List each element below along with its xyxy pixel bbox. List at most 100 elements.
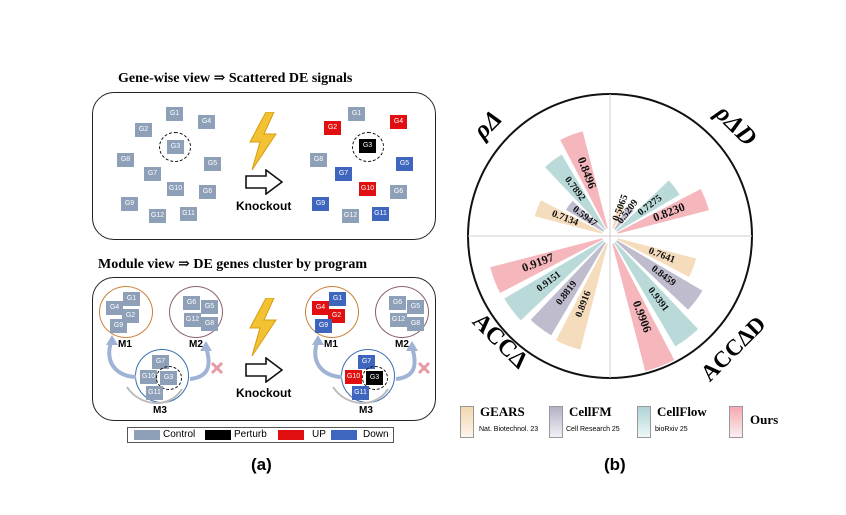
module-m2-label: M2 <box>189 339 203 350</box>
bar-gears-3 <box>534 199 604 235</box>
gene-g10-up: G10 <box>345 370 362 384</box>
legend-name-gears: GEARS <box>480 404 525 419</box>
perturb-circle <box>362 366 388 390</box>
lightning-icon <box>249 112 277 170</box>
bar-gears-1 <box>616 237 697 278</box>
gene-g3: G3 <box>160 371 177 385</box>
bar-cellfm-0 <box>613 205 635 231</box>
gene-g11: G11 <box>146 386 163 400</box>
module-m2-circle <box>169 286 223 338</box>
legend-name-cellfm: CellFM <box>569 404 612 419</box>
bar-gears-0 <box>611 204 626 230</box>
lightning-icon <box>249 298 277 356</box>
legend-source-cellfm: Cell Research 25 <box>566 426 620 433</box>
bar-cellfm-2 <box>530 241 607 336</box>
gene-g7: G7 <box>152 355 169 369</box>
gene-g10: G10 <box>167 182 184 196</box>
blocked-x-icon <box>210 361 224 375</box>
module-m2-label: M2 <box>395 339 409 350</box>
gene-g5: G5 <box>204 157 221 171</box>
bar-cellfm-1 <box>615 239 704 311</box>
legend-swatch-gears <box>460 406 474 438</box>
gene-g9-down: G9 <box>315 319 332 333</box>
bar-cellfm-3 <box>565 200 605 233</box>
gene-g12: G12 <box>184 313 201 327</box>
gene-g6: G6 <box>389 296 406 310</box>
knockout-label: Knockout <box>236 386 292 400</box>
gene-g9-down: G9 <box>312 197 329 211</box>
color-legend: Control Perturb UP Down <box>127 427 394 443</box>
gene-g3-perturbed: G3 <box>366 371 383 385</box>
gene-g7-down: G7 <box>335 167 352 181</box>
legend-swatch-cellfm <box>549 406 563 438</box>
bar-cellflow-3 <box>544 153 607 231</box>
gene-g1: G1 <box>166 107 183 121</box>
legend-swatch-control <box>134 430 160 440</box>
module-m1-label: M1 <box>118 339 132 350</box>
bar-cellflow-1 <box>613 241 699 347</box>
gene-g1: G1 <box>123 292 140 306</box>
knockout-label: Knockout <box>236 199 292 213</box>
gene-g4-up: G4 <box>312 301 329 315</box>
gene-g4-up: G4 <box>390 115 407 129</box>
gene-g11-down: G11 <box>372 207 389 221</box>
module-m1-circle <box>305 286 359 338</box>
gene-g5: G5 <box>407 300 424 314</box>
gene-g8: G8 <box>117 153 134 167</box>
bar-ours-1 <box>611 242 675 372</box>
legend-swatch-ours <box>729 406 743 438</box>
legend-swatch-cellflow <box>637 406 651 438</box>
gene-g9: G9 <box>110 319 127 333</box>
legend-swatch-perturb <box>205 430 231 440</box>
perturb-circle <box>156 366 182 390</box>
module-view-title: Module view ⇒ DE genes cluster by progra… <box>98 257 368 272</box>
bar-ours-3 <box>559 130 609 230</box>
caption-b: (b) <box>604 455 626 474</box>
bar-gears-2 <box>555 242 609 351</box>
bar-ours-2 <box>489 237 604 294</box>
legend-swatch-up <box>278 430 304 440</box>
gene-g3: G3 <box>167 140 184 154</box>
gene-g11: G11 <box>180 207 197 221</box>
gene-g11-down: G11 <box>352 386 369 400</box>
module-m3-label: M3 <box>153 405 167 416</box>
legend-swatch-down <box>331 430 357 440</box>
legend-source-gears: Nat. Biotechnol. 23 <box>479 426 539 433</box>
gene-g6: G6 <box>183 296 200 310</box>
gene-g5: G5 <box>201 300 218 314</box>
gene-wise-title: Gene-wise view ⇒ Scattered DE signals <box>118 71 353 86</box>
gene-g12: G12 <box>390 313 407 327</box>
perturb-circle <box>352 132 384 162</box>
gene-g10-up: G10 <box>359 182 376 196</box>
gene-g8: G8 <box>407 317 424 331</box>
gene-g1-down: G1 <box>329 292 346 306</box>
legend-label-down: Down <box>363 429 389 440</box>
bar-ours-0 <box>616 188 710 235</box>
perturb-circle <box>159 132 191 162</box>
gene-g12: G12 <box>149 209 166 223</box>
bar-cellflow-0 <box>615 179 681 233</box>
legend-label-control: Control <box>163 429 196 440</box>
gene-g10: G10 <box>140 370 157 384</box>
gene-g5-down: G5 <box>396 157 413 171</box>
legend-source-cellflow: bioRxiv 25 <box>655 426 688 433</box>
gene-g7: G7 <box>144 167 161 181</box>
gene-g8: G8 <box>201 317 218 331</box>
module-m1-circle <box>99 286 153 338</box>
gene-g8: G8 <box>310 153 327 167</box>
gene-g1: G1 <box>348 107 365 121</box>
gene-g9: G9 <box>121 197 138 211</box>
polar-bar-chart: 0.50650.52090.72750.82300.76410.84590.93… <box>467 93 753 379</box>
legend-label-up: UP <box>312 429 326 440</box>
right-arrow-icon <box>245 357 284 383</box>
legend-name-cellflow: CellFlow <box>657 404 707 419</box>
gene-g4: G4 <box>198 115 215 129</box>
module-m1-label: M1 <box>324 339 338 350</box>
gene-g2: G2 <box>135 123 152 137</box>
blocked-x-icon <box>417 361 431 375</box>
module-link-arrows <box>106 335 431 404</box>
gene-g6: G6 <box>390 185 407 199</box>
gene-g12: G12 <box>342 209 359 223</box>
gene-g2-up: G2 <box>324 121 341 135</box>
module-m3-label: M3 <box>359 405 373 416</box>
